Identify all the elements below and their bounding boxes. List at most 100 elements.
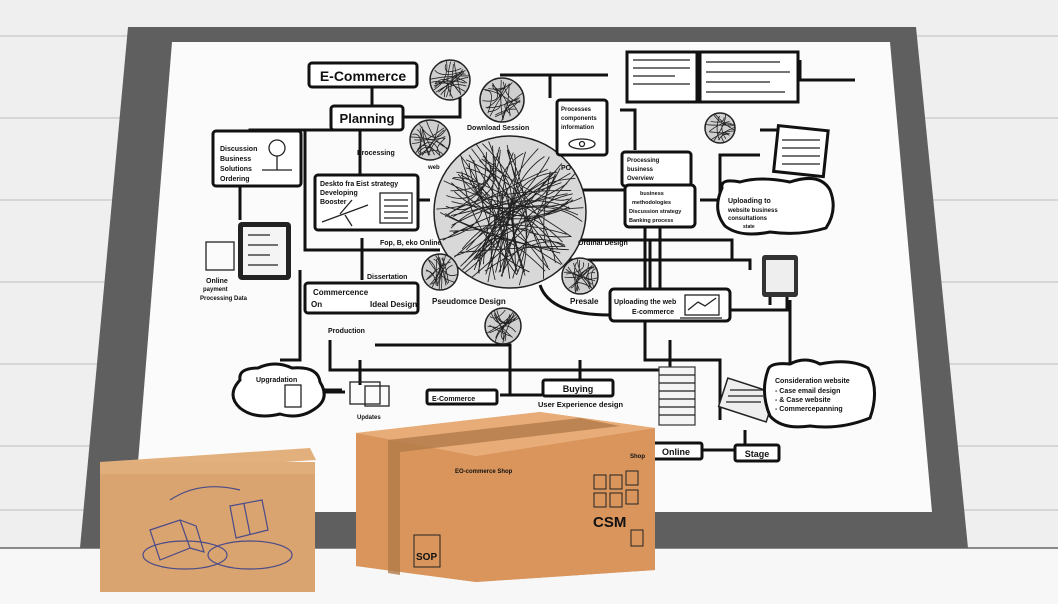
processing-overview-box: Processing business Overview: [620, 150, 693, 188]
discussion-line: Solutions: [220, 166, 252, 173]
consideration-cloud: Consideration website - Case email desig…: [763, 358, 876, 429]
consideration-line: Consideration website: [775, 378, 850, 385]
boxes-sketch-icon: [142, 486, 293, 570]
laptop-icon: [680, 294, 722, 319]
computer-icon: [349, 381, 390, 407]
strategy-line: Deskto fra Eist strategy: [320, 181, 398, 188]
box-stamp: SOP: [416, 552, 437, 563]
location-pin-icon: [262, 139, 292, 171]
strategy-box: Deskto fra Eist strategy Developing Boos…: [313, 173, 420, 232]
online-box: Online: [648, 441, 704, 461]
consideration-line: - & Case website: [775, 397, 831, 404]
dissertation-label: Dissertation: [367, 274, 407, 281]
box-print-text: EO-commerce Shop: [455, 469, 513, 475]
note-line: Online: [206, 278, 228, 285]
discussion-box: Discussion Business Solutions Ordering: [211, 129, 303, 188]
scribble-sphere: [409, 119, 451, 161]
production-label: Production: [328, 328, 365, 335]
cloud-line: consultations: [728, 216, 768, 222]
scribble-sphere: [484, 307, 522, 345]
user-experience-label: User Experience design: [538, 400, 623, 409]
upgradation-label: Upgradation: [256, 377, 297, 384]
scribble-spheres: [409, 59, 736, 345]
commerce-line: Ideal Design: [370, 300, 417, 309]
processes-line: Processes: [561, 107, 592, 113]
laptop-line: E-commerce: [632, 309, 674, 316]
ordinal-design-label: Ordinal Design: [578, 240, 628, 247]
method-line: methodologies: [632, 200, 671, 206]
method-line: business: [640, 191, 664, 197]
paper-stack-icon: [658, 366, 696, 426]
scribble-sphere: [429, 59, 471, 101]
presale-label: Presale: [570, 297, 599, 306]
box-logo: CSM: [593, 514, 626, 531]
pseudo-design-label: Pseudomce Design: [432, 297, 506, 306]
left-tablet-icon: [238, 222, 291, 280]
cloud-line: state: [743, 224, 755, 230]
strategy-line: Developing: [320, 190, 358, 197]
note-line: Processing Data: [200, 296, 248, 302]
processes-line: information: [561, 125, 594, 131]
strategy-line: Booster: [320, 199, 347, 206]
shipping-symbols-icon: [593, 470, 644, 547]
processes-box: Processes components information: [555, 98, 609, 157]
buying-box: Buying: [541, 378, 615, 398]
ecommerce-small-box: E-Commerce: [425, 388, 499, 406]
method-line: Banking process: [629, 218, 673, 224]
eye-icon: [568, 138, 596, 150]
consideration-line: - Commercepanning: [775, 406, 843, 413]
planning-label: Planning: [340, 111, 395, 126]
cloud-line: Uploading to: [728, 198, 771, 205]
updates-label: Updates: [357, 415, 381, 421]
web-label: web: [427, 165, 440, 171]
ecommerce-title: E-Commerce: [320, 68, 407, 84]
processing-label: Processing: [357, 150, 395, 157]
online-label: Online: [662, 447, 690, 457]
discussion-line: Business: [220, 156, 251, 163]
scribble-sphere: [704, 112, 736, 144]
stage-label: Stage: [745, 449, 770, 459]
upgradation-cloud: Upgradation: [231, 362, 326, 418]
calendar-document-icon: [771, 123, 830, 179]
overview-line: Processing: [627, 158, 660, 164]
clipboard-stack-icon: [717, 377, 777, 423]
cloud-line: website business: [727, 208, 778, 214]
laptop-box: Uploading the web E-commerce: [608, 287, 732, 323]
download-label: Download Session: [467, 125, 529, 132]
method-line: Discussion strategy: [629, 209, 682, 215]
scribble-sphere: [421, 253, 459, 291]
processes-line: components: [561, 116, 597, 122]
small-cardboard-box: [100, 448, 316, 592]
commerce-design-box: Commercence On Ideal Design: [303, 281, 420, 315]
large-cardboard-box: EO-commerce Shop Shop CSM SOP: [356, 412, 655, 582]
tablet-icon: [762, 255, 798, 297]
airplane-icon: [321, 199, 369, 227]
ecommerce-title-box: E-Commerce: [307, 61, 419, 89]
phone-icon: [284, 384, 302, 408]
discussion-line: Discussion: [220, 146, 257, 153]
document-icon: [379, 192, 413, 224]
scribble-sphere: [433, 135, 587, 289]
online-payment-note: Online payment Processing Data: [200, 241, 248, 302]
note-line: payment: [203, 287, 228, 293]
connector-lines: [238, 60, 855, 452]
box-corner-text: Shop: [630, 454, 645, 460]
discussion-line: Ordering: [220, 176, 250, 183]
commerce-line: Commercence: [313, 288, 369, 297]
planning-box: Planning: [329, 104, 405, 132]
laptop-line: Uploading the web: [614, 299, 676, 306]
scribble-sphere: [479, 77, 525, 123]
buying-label: Buying: [563, 384, 594, 394]
screen-mockup-icon: [625, 50, 800, 104]
methodologies-box: business methodologies Discussion strate…: [623, 183, 697, 229]
consideration-line: - Case email design: [775, 388, 840, 395]
scribble-sphere: [561, 257, 599, 295]
uploading-cloud: Uploading to website business consultati…: [716, 176, 835, 236]
fop-label: Fop, B, eko Online: [380, 240, 442, 247]
overview-line: business: [627, 167, 654, 173]
ecommerce-small-label: E-Commerce: [432, 396, 475, 403]
commerce-line: On: [311, 300, 322, 309]
overview-line: Overview: [627, 176, 654, 182]
stage-box: Stage: [733, 443, 781, 463]
